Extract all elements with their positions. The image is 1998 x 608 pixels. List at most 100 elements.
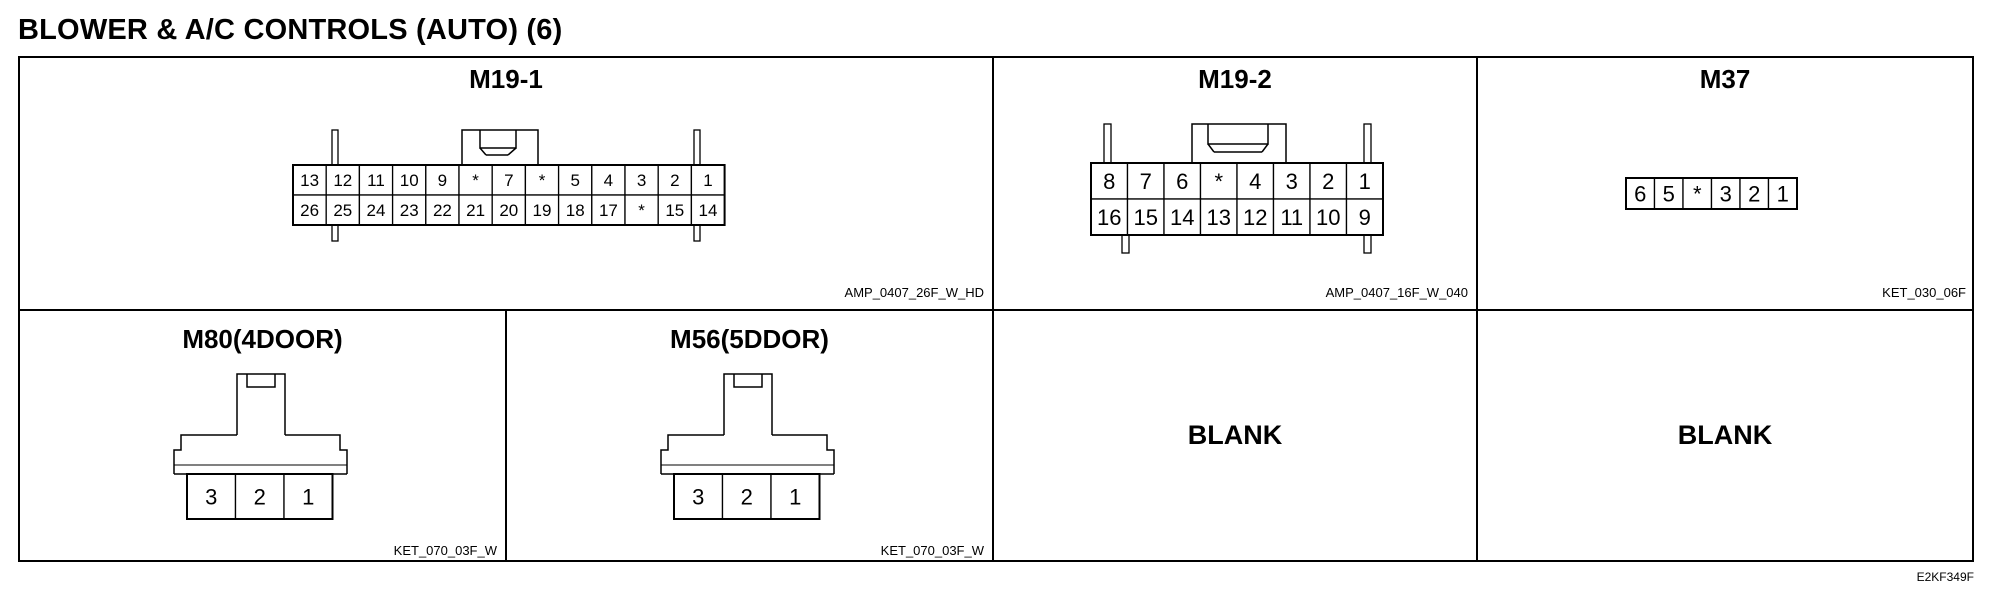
locking-post <box>1363 123 1372 164</box>
pin-number: * <box>638 201 645 220</box>
pin-number: 2 <box>254 484 266 509</box>
grid-divider-vertical <box>1476 56 1478 562</box>
pin-number: * <box>472 171 479 190</box>
pin-number: 2 <box>741 484 753 509</box>
pin-number: 1 <box>302 484 314 509</box>
connector-outline <box>1207 143 1215 153</box>
pin-number: * <box>1693 181 1702 206</box>
pin-cell <box>1345 198 1384 236</box>
pin-number: 9 <box>438 171 447 190</box>
pin-number: 1 <box>703 171 712 190</box>
pin-cell <box>234 473 285 520</box>
connector-title-m80: M80(4DOOR) <box>182 324 343 354</box>
connector-outline <box>236 373 286 435</box>
pin-cell <box>358 194 394 226</box>
pin-number: 6 <box>1176 169 1188 194</box>
connector-title-m19-1: M19-1 <box>469 64 543 94</box>
pin-number: 2 <box>670 171 679 190</box>
pin-cell <box>1309 198 1348 236</box>
pin-number: 1 <box>789 484 801 509</box>
pin-number: 18 <box>566 201 585 220</box>
pin-number: 3 <box>205 484 217 509</box>
locking-post <box>1103 123 1112 164</box>
pin-cell <box>1090 198 1129 236</box>
pin-cell <box>1199 162 1238 200</box>
grid-divider-horizontal <box>18 309 1974 311</box>
pin-number: 12 <box>333 171 352 190</box>
connector-outline <box>772 434 835 474</box>
pin-cell <box>458 194 493 226</box>
connector-outline <box>173 434 237 474</box>
pin-number: 3 <box>1720 181 1732 206</box>
blank-cell: BLANK <box>1677 420 1773 450</box>
connector-outline <box>1191 123 1287 163</box>
connector-outline <box>246 374 276 388</box>
connector-m80: 3 2 1 <box>173 373 348 520</box>
connector-outline <box>1261 143 1269 153</box>
pin-number: 8 <box>1103 169 1115 194</box>
connector-body <box>292 164 726 226</box>
figure-code: E2KF349F <box>1916 570 1974 584</box>
connector-code-m56: KET_070_03F_W <box>880 543 984 558</box>
connector-title-m37: M37 <box>1699 64 1751 94</box>
pin-number: 10 <box>400 171 419 190</box>
pin-number: 5 <box>570 171 579 190</box>
pin-number: 11 <box>367 171 385 190</box>
locking-post <box>331 224 339 242</box>
pin-number: 3 <box>1286 169 1298 194</box>
pin-number: 4 <box>1249 169 1261 194</box>
connector-outline <box>479 130 517 149</box>
pin-number: * <box>1214 169 1223 194</box>
connector-m56: 3 2 1 <box>660 373 835 520</box>
pin-number: 6 <box>1634 181 1646 206</box>
connector-outline <box>461 129 539 165</box>
pin-number: 15 <box>1134 205 1158 230</box>
connector-outline <box>1207 124 1269 145</box>
page-title: BLOWER & A/C CONTROLS (AUTO) (6) <box>18 14 563 46</box>
pin-number: 14 <box>699 201 718 220</box>
pin-number: 5 <box>1663 181 1675 206</box>
connector-title-m56: M56(5DDOR) <box>670 324 829 354</box>
grid-divider-vertical <box>505 309 507 562</box>
pin-cell <box>358 164 394 196</box>
connector-body <box>1625 177 1798 210</box>
pin-cell <box>186 473 237 520</box>
locking-post <box>331 129 339 166</box>
pin-number: 3 <box>637 171 646 190</box>
pin-number: 25 <box>333 201 352 220</box>
connector-outline <box>660 434 724 474</box>
pin-number: 4 <box>604 171 613 190</box>
connector-code-m37: KET_030_06F <box>1882 285 1966 300</box>
connector-outline <box>723 373 773 435</box>
locking-post <box>1121 234 1130 254</box>
pin-cell <box>624 164 659 196</box>
pin-cell <box>1272 198 1311 236</box>
connector-body <box>1090 162 1384 236</box>
pin-number: 23 <box>400 201 419 220</box>
grid-divider-vertical <box>992 56 994 562</box>
pin-number: 10 <box>1316 205 1340 230</box>
pin-number: 2 <box>1748 181 1760 206</box>
pin-number: 7 <box>504 171 513 190</box>
connector-body <box>186 473 334 520</box>
pin-number: 1 <box>1359 169 1371 194</box>
pin-cell <box>1236 198 1275 236</box>
pin-number: 26 <box>300 201 319 220</box>
connector-outline <box>733 374 763 388</box>
locking-post <box>693 224 701 242</box>
pin-number: 9 <box>1359 205 1371 230</box>
connector-body <box>673 473 821 520</box>
connector-outline <box>479 147 487 156</box>
blank-cell: BLANK <box>1187 420 1283 450</box>
pin-cell <box>591 164 626 196</box>
pin-number: 19 <box>533 201 552 220</box>
pin-cell <box>673 473 724 520</box>
pin-number: 3 <box>692 484 704 509</box>
pin-number: 21 <box>466 201 485 220</box>
locking-post <box>693 129 701 166</box>
pin-number: * <box>539 171 546 190</box>
connector-code-m80: KET_070_03F_W <box>393 543 497 558</box>
pin-cell <box>721 473 772 520</box>
